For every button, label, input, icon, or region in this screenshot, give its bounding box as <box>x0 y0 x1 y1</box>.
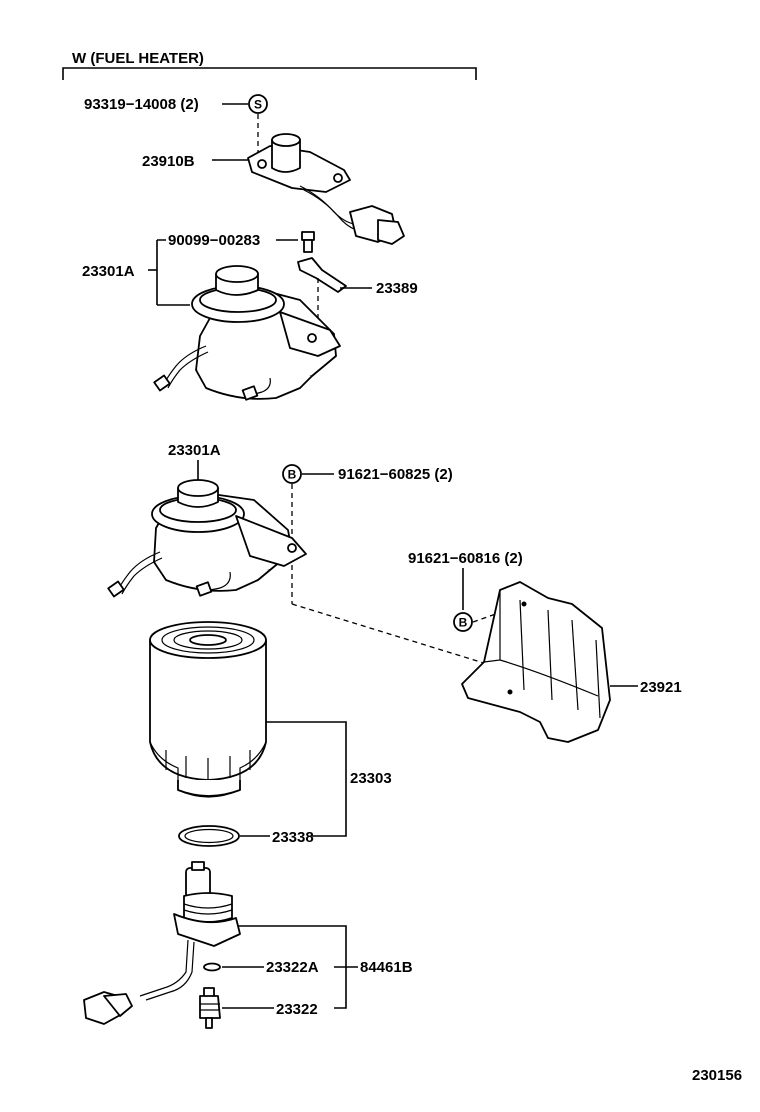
label-oring: 23322A <box>266 959 319 976</box>
b-symbol-guard: B <box>453 612 473 632</box>
small-switch-part <box>199 987 221 1029</box>
housing-mid-part <box>107 479 307 598</box>
label-gasket: 23338 <box>272 829 314 846</box>
guard-part <box>461 581 611 743</box>
label-small-switch: 23322 <box>276 1001 318 1018</box>
label-bolt-guard: 91621−60816 (2) <box>408 550 523 567</box>
filter-part <box>149 621 267 798</box>
housing-top-part <box>153 265 341 401</box>
svg-text:S: S <box>254 98 262 112</box>
dashed-to-guard <box>291 603 501 669</box>
screw-part <box>301 231 315 253</box>
diagram-code: 230156 <box>692 1067 742 1084</box>
small-bracket-part <box>297 257 347 293</box>
label-filter: 23303 <box>350 770 392 787</box>
bracket-filter <box>266 721 347 837</box>
section-bracket <box>62 67 477 80</box>
label-housing-mid: 23301A <box>168 442 221 459</box>
svg-text:B: B <box>459 616 468 630</box>
label-guard: 23921 <box>640 679 682 696</box>
label-screw: 90099−00283 <box>168 232 260 249</box>
oring-part <box>203 962 221 972</box>
s-symbol: S <box>248 94 268 114</box>
label-bolt-mid: 91621−60825 (2) <box>338 466 453 483</box>
gasket-part <box>178 825 240 847</box>
switch-part <box>83 861 241 1025</box>
section-title: W (FUEL HEATER) <box>72 50 204 67</box>
label-small-bracket: 23389 <box>376 280 418 297</box>
sensor-part <box>247 133 405 245</box>
b-symbol-mid: B <box>282 464 302 484</box>
label-kit: 84461B <box>360 959 413 976</box>
bracket-housing-top <box>156 239 190 306</box>
label-housing-top: 23301A <box>82 263 135 280</box>
label-bolt-top: 93319−14008 (2) <box>84 96 199 113</box>
svg-text:B: B <box>288 468 297 482</box>
label-sensor: 23910B <box>142 153 195 170</box>
